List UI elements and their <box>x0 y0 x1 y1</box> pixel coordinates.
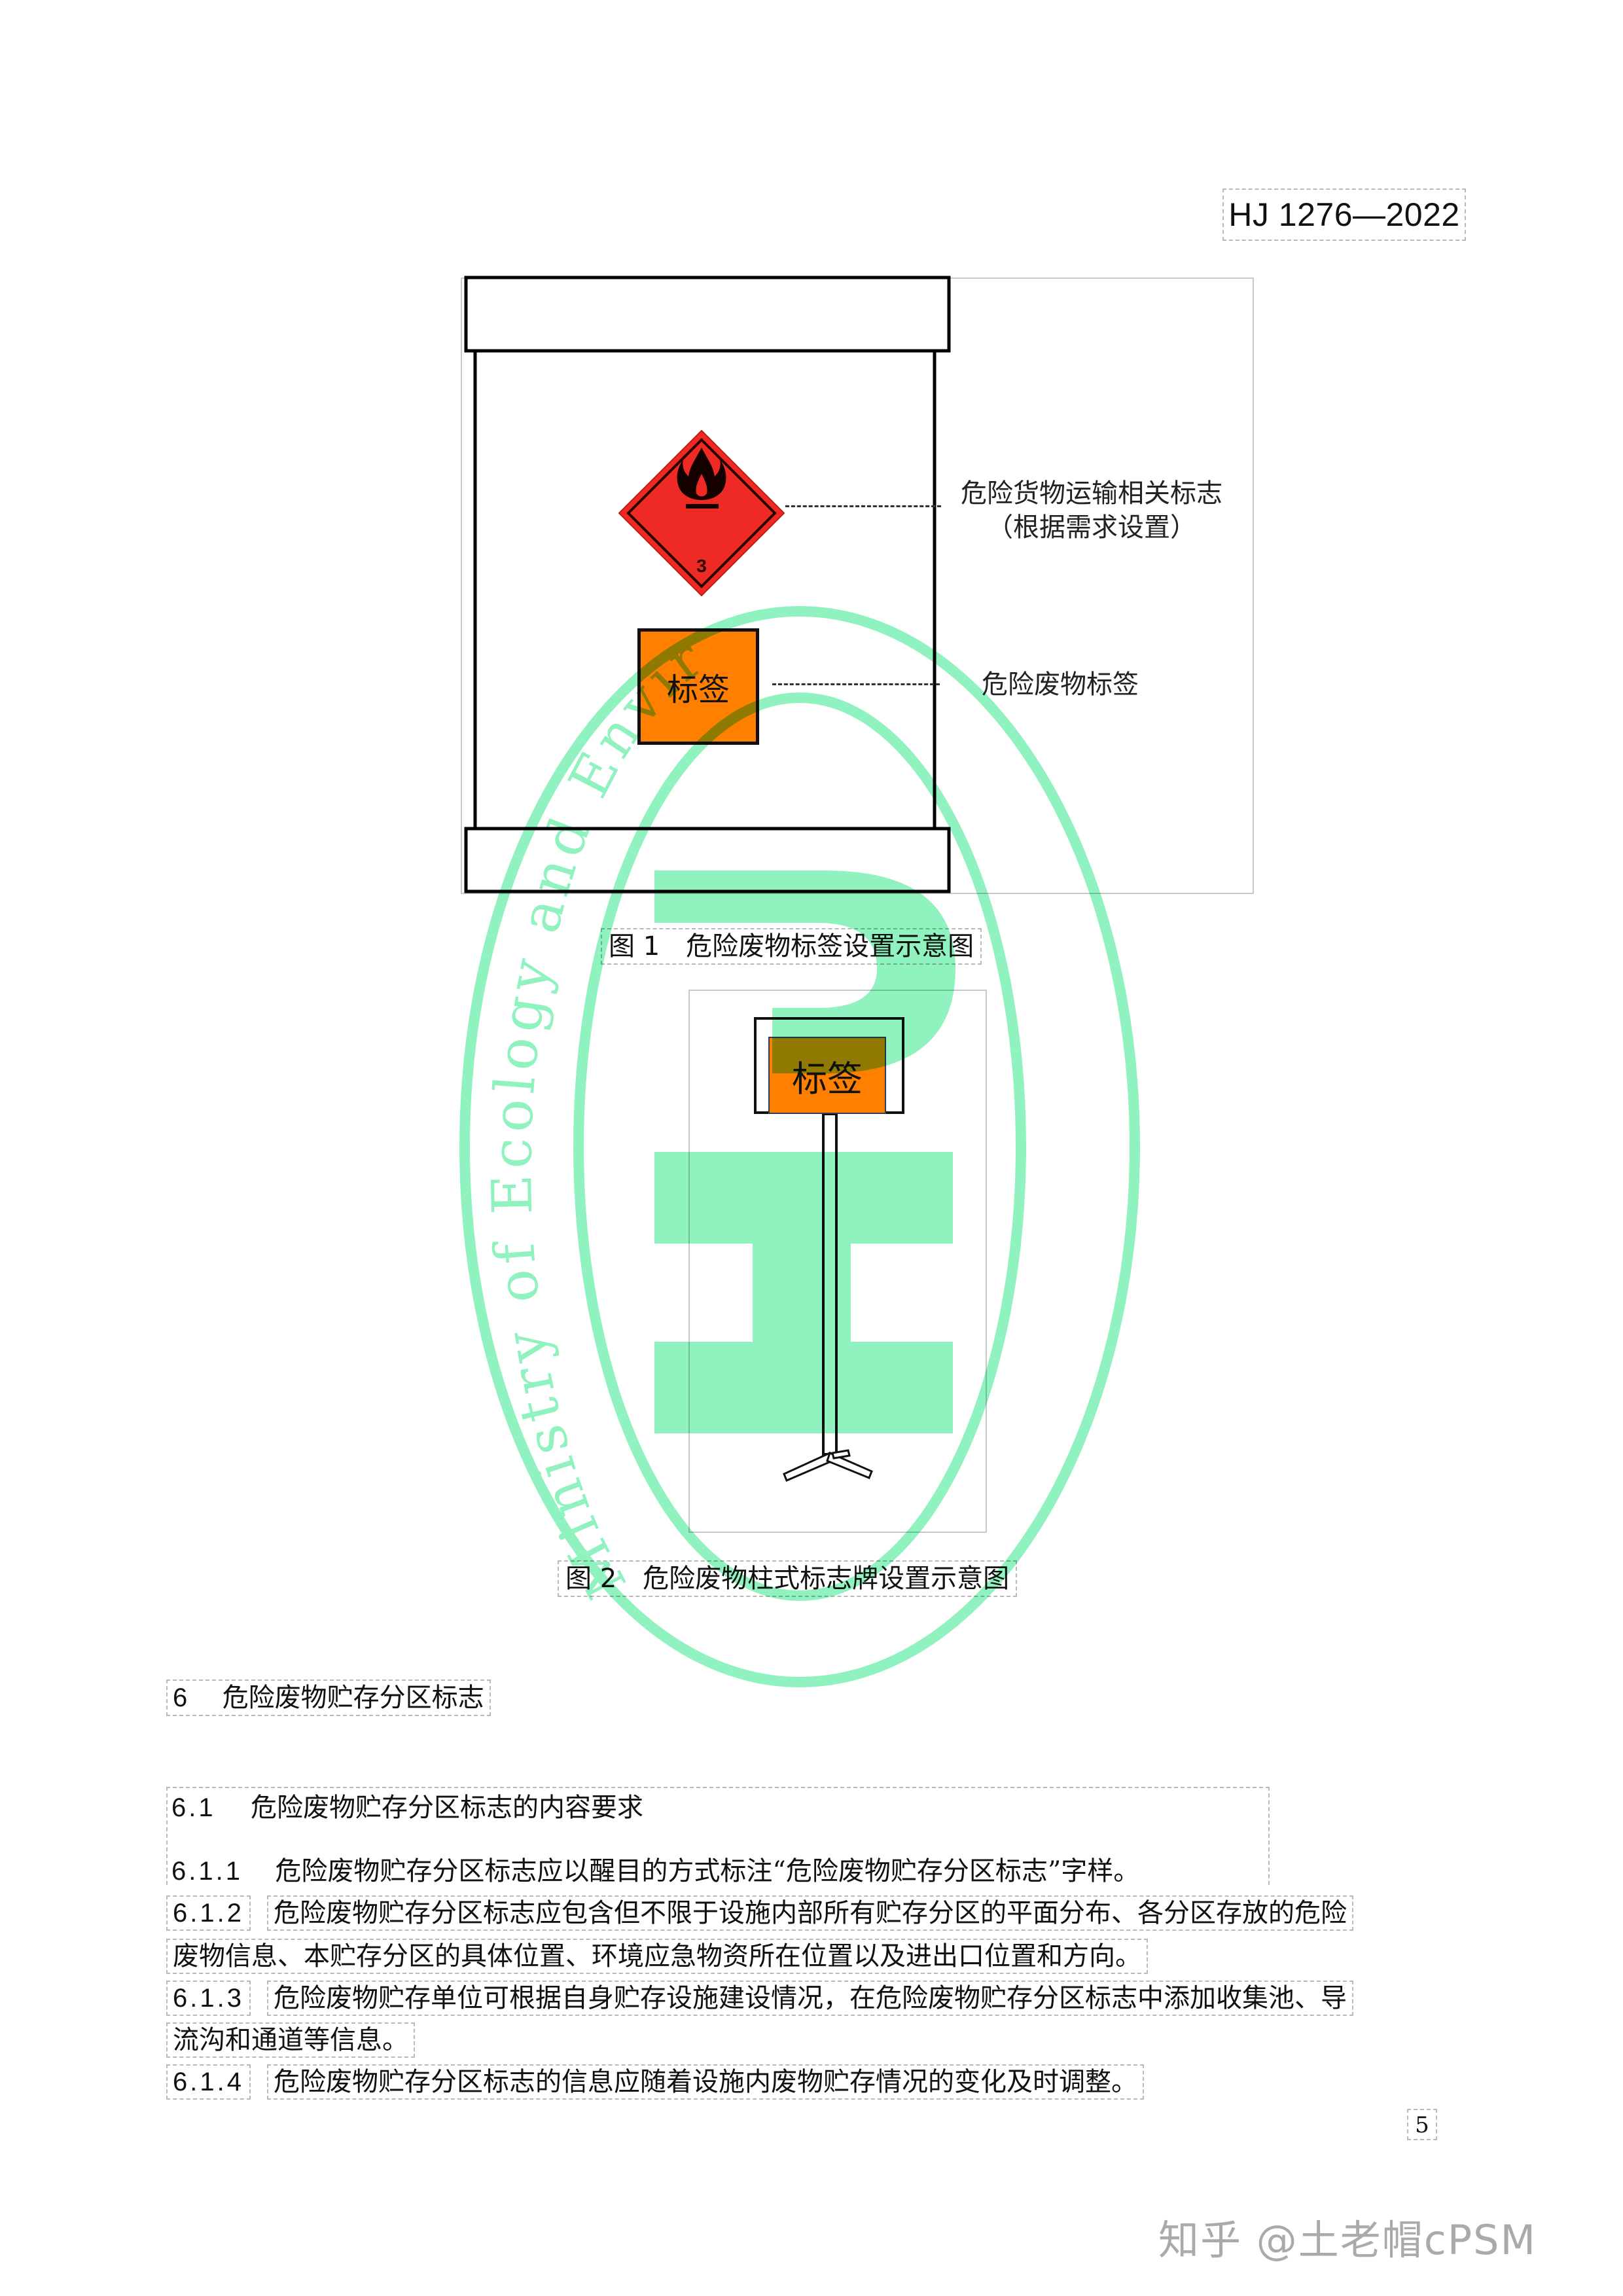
callout-dangerous-goods-sign: 危险货物运输相关标志 （根据需求设置） <box>948 476 1236 545</box>
post-sign-label: 标签 <box>768 1037 886 1114</box>
callout-1-line-1: 危险货物运输相关标志 <box>961 478 1222 509</box>
section-number: 6 <box>173 1683 190 1712</box>
callout-leader-line-2 <box>772 683 940 685</box>
flame-icon <box>677 448 726 509</box>
clause-6-1-4-number: 6.1.4 <box>166 2064 251 2100</box>
clause-6-1-2-line-2: 废物信息、本贮存分区的具体位置、环境应急物资所在位置以及进出口位置和方向。 <box>166 1939 1148 1974</box>
page-number: 5 <box>1407 2109 1437 2140</box>
callout-leader-line-1 <box>785 505 941 507</box>
callout-1-line-2: （根据需求设置） <box>987 512 1196 543</box>
clause-6-1-2-line-1: 危险废物贮存分区标志应包含但不限于设施内部所有贮存分区的平面分布、各分区存放的危… <box>267 1895 1353 1931</box>
hazardous-waste-label: 标签 <box>637 628 759 745</box>
clause-6-1-3-line-2: 流沟和通道等信息。 <box>166 2022 415 2058</box>
figure-2-caption: 图 2 危险废物柱式标志牌设置示意图 <box>558 1560 1018 1597</box>
callout-2-line-1: 危险废物标签 <box>982 670 1139 700</box>
section-title: 危险废物贮存分区标志 <box>222 1683 484 1713</box>
svg-text:3: 3 <box>696 556 707 576</box>
section-6-1-block <box>166 1787 1270 1885</box>
section-6-heading: 6 危险废物贮存分区标志 <box>166 1679 491 1716</box>
clause-6-1-3-number: 6.1.3 <box>166 1981 251 2016</box>
clause-6-1-1: 6.1.1 危险废物贮存分区标志应以醒目的方式标注“危险废物贮存分区标志”字样。 <box>166 1855 1145 1888</box>
attribution-watermark: 知乎 @土老帽cPSM <box>1158 2216 1537 2264</box>
clause-6-1-2-number: 6.1.2 <box>166 1895 251 1931</box>
clause-text: 危险废物贮存分区标志应以醒目的方式标注“危险废物贮存分区标志”字样。 <box>275 1856 1140 1886</box>
label-text: 标签 <box>666 672 730 708</box>
flammable-liquid-class3-sign: 3 <box>618 429 785 597</box>
subsection-title: 危险废物贮存分区标志的内容要求 <box>251 1793 644 1823</box>
post-label-text: 标签 <box>792 1058 863 1100</box>
clause-number: 6.1.1 <box>171 1857 243 1886</box>
clause-6-1-4-line-1: 危险废物贮存分区标志的信息应随着设施内废物贮存情况的变化及时调整。 <box>267 2064 1144 2100</box>
clause-6-1-3-line-1: 危险废物贮存单位可根据自身贮存设施建设情况，在危险废物贮存分区标志中添加收集池、… <box>267 1981 1353 2016</box>
section-6-1-heading: 6.1 危险废物贮存分区标志的内容要求 <box>166 1791 649 1825</box>
subsection-number: 6.1 <box>171 1793 216 1822</box>
figure-1-caption: 图 1 危险废物标签设置示意图 <box>601 928 982 965</box>
callout-hazardous-waste-label: 危险废物标签 <box>969 668 1152 702</box>
standard-number: HJ 1276—2022 <box>1222 188 1466 241</box>
